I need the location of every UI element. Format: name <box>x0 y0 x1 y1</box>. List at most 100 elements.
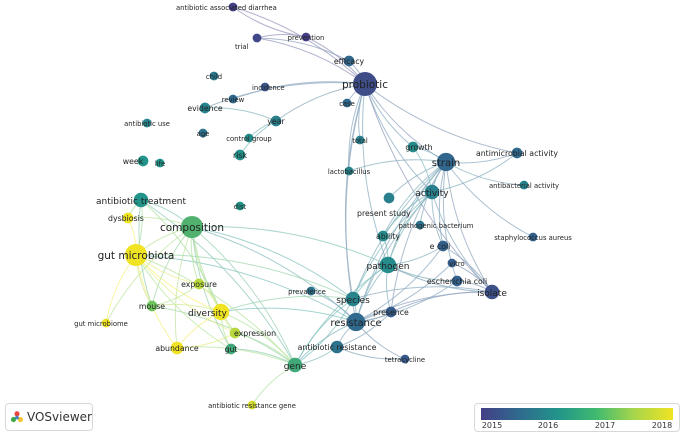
label-antimicrobial-activity[interactable]: antimicrobial activity <box>476 149 558 158</box>
node-total[interactable] <box>355 135 365 145</box>
node-child[interactable] <box>209 71 219 81</box>
label-mouse[interactable]: mouse <box>139 302 165 311</box>
node-presence[interactable] <box>385 306 397 318</box>
node-age[interactable] <box>198 128 208 138</box>
node-efficacy[interactable] <box>343 55 355 67</box>
node-antibiotic-associated-diarrhea[interactable] <box>228 2 238 12</box>
node-probiotic[interactable] <box>353 72 377 96</box>
label-expression[interactable]: expression <box>234 329 276 338</box>
label-antibiotic-treatment[interactable]: antibiotic treatment <box>96 197 186 207</box>
label-probiotic[interactable]: probiotic <box>342 79 388 91</box>
node-life[interactable] <box>155 158 165 168</box>
node-diversity[interactable] <box>212 303 230 321</box>
label-child[interactable]: child <box>206 73 222 81</box>
label-trial[interactable]: trial <box>235 43 249 51</box>
node-isolate[interactable] <box>484 284 500 300</box>
label-exposure[interactable]: exposure <box>181 280 217 289</box>
node-antibiotic-resistance[interactable] <box>330 340 344 354</box>
label-dist[interactable]: dist <box>234 203 247 211</box>
label-evidence[interactable]: evidence <box>187 104 223 113</box>
label-total[interactable]: total <box>352 137 368 145</box>
label-diversity[interactable]: diversity <box>188 309 227 319</box>
label-prevention[interactable]: prevention <box>288 34 325 42</box>
node-mouse[interactable] <box>146 300 158 312</box>
label-vitro[interactable]: vitro <box>449 260 464 268</box>
node-expression[interactable] <box>229 327 241 339</box>
node-composition[interactable] <box>180 215 204 239</box>
label-pathogen[interactable]: pathogen <box>367 262 410 272</box>
node-present-study[interactable] <box>383 192 395 204</box>
label-gut-microbiome[interactable]: gut microbiome <box>74 320 128 328</box>
node-vitro[interactable] <box>447 258 457 268</box>
label-presence[interactable]: presence <box>373 308 409 317</box>
node-antibacterial-activity[interactable] <box>519 180 529 190</box>
node-staphylococcus-aureus[interactable] <box>528 232 538 242</box>
node-e-coli[interactable] <box>437 240 449 252</box>
label-gut-microbiota[interactable]: gut microbiota <box>98 250 175 262</box>
node-gene[interactable] <box>287 357 303 373</box>
node-lactobacillus[interactable] <box>344 166 354 176</box>
label-year[interactable]: year <box>267 117 285 126</box>
label-e-coli[interactable]: e coli <box>430 242 451 251</box>
node-antibiotic-use[interactable] <box>142 118 152 128</box>
node-antibiotic-resistance-gene[interactable] <box>247 400 257 410</box>
label-dysbiosis[interactable]: dysbiosis <box>108 214 144 223</box>
label-efficacy[interactable]: efficacy <box>334 57 365 66</box>
node-pathogen[interactable] <box>379 256 397 274</box>
label-activity[interactable]: activity <box>415 189 449 199</box>
node-activity[interactable] <box>424 184 440 200</box>
label-species[interactable]: species <box>336 296 370 306</box>
node-escherichia-coli[interactable] <box>451 275 463 287</box>
node-tetracycline[interactable] <box>400 354 410 364</box>
label-present-study[interactable]: present study <box>357 209 411 218</box>
node-dysbiosis[interactable] <box>122 212 134 224</box>
label-review[interactable]: review <box>222 96 245 104</box>
vosviewer-logo[interactable]: VOSviewer <box>5 403 93 431</box>
label-week[interactable]: week <box>123 157 144 166</box>
label-staphylococcus-aureus[interactable]: staphylococcus aureus <box>494 234 572 242</box>
label-abundance[interactable]: abundance <box>155 344 199 353</box>
label-case[interactable]: case <box>339 100 355 108</box>
node-strain[interactable] <box>436 152 456 172</box>
node-exposure[interactable] <box>193 278 205 290</box>
node-control-group[interactable] <box>244 133 254 143</box>
label-strain[interactable]: strain <box>432 158 461 169</box>
node-pathogenic-bacterium[interactable] <box>415 220 425 230</box>
label-prevalence[interactable]: prevalence <box>288 288 326 296</box>
node-antimicrobial-activity[interactable] <box>511 147 523 159</box>
node-resistance[interactable] <box>346 312 366 332</box>
node-growth[interactable] <box>407 141 419 153</box>
label-pathogenic-bacterium[interactable]: pathogenic bacterium <box>399 222 474 230</box>
label-control-group[interactable]: control group <box>226 135 271 143</box>
label-antibiotic-use[interactable]: antibiotic use <box>124 120 170 128</box>
node-risk[interactable] <box>234 149 246 161</box>
node-gut[interactable] <box>225 343 237 355</box>
node-trial[interactable] <box>252 33 262 43</box>
label-gene[interactable]: gene <box>284 362 307 372</box>
label-tetracycline[interactable]: tetracycline <box>385 356 425 364</box>
label-antibiotic-associated-diarrhea[interactable]: antibiotic associated diarrhea <box>176 4 277 12</box>
label-antibiotic-resistance[interactable]: antibiotic resistance <box>298 343 377 352</box>
node-abundance[interactable] <box>170 341 184 355</box>
node-case[interactable] <box>342 98 352 108</box>
label-lactobacillus[interactable]: lactobacillus <box>328 168 371 176</box>
node-review[interactable] <box>228 94 238 104</box>
node-incidence[interactable] <box>260 82 270 92</box>
node-dist[interactable] <box>235 201 245 211</box>
label-resistance[interactable]: resistance <box>330 318 381 329</box>
node-gut-microbiome[interactable] <box>101 318 111 328</box>
label-antibacterial-activity[interactable]: antibacterial activity <box>489 182 559 190</box>
label-life[interactable]: life <box>155 160 165 168</box>
node-gut-microbiota[interactable] <box>124 243 148 267</box>
node-species[interactable] <box>345 291 361 307</box>
label-gut[interactable]: gut <box>225 345 238 354</box>
label-age[interactable]: age <box>197 130 210 138</box>
node-prevention[interactable] <box>301 32 311 42</box>
label-escherichia-coli[interactable]: escherichia coli <box>427 277 487 286</box>
node-year[interactable] <box>270 115 282 127</box>
node-antibiotic-treatment[interactable] <box>133 192 149 208</box>
node-prevalence[interactable] <box>306 286 316 296</box>
node-week[interactable] <box>137 155 149 167</box>
label-isolate[interactable]: isolate <box>477 289 507 299</box>
